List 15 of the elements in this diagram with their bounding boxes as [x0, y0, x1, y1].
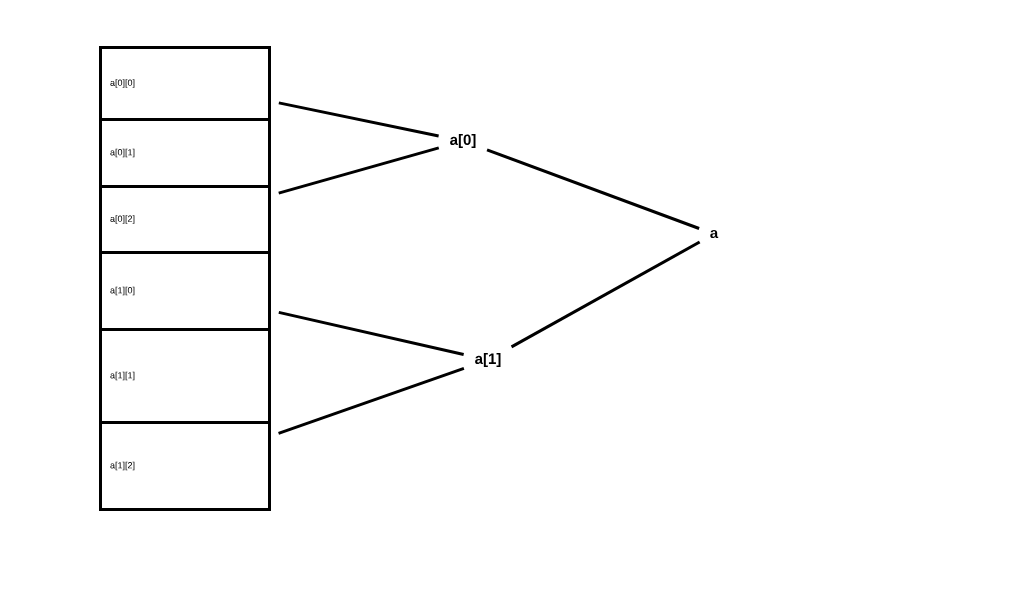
connector-line	[278, 101, 439, 138]
array-cell: a[1][2]	[99, 421, 271, 511]
connector-line	[278, 146, 440, 195]
connector-line	[278, 310, 464, 356]
node-label: a	[710, 229, 719, 239]
connector-line	[486, 148, 700, 230]
array-cell: a[1][0]	[99, 251, 271, 331]
connector-line	[278, 367, 465, 435]
array-cell: a[0][1]	[99, 118, 271, 188]
connector-line	[510, 240, 701, 349]
array-cell: a[0][0]	[99, 46, 271, 121]
array-cell: a[0][2]	[99, 185, 271, 254]
node-label: a[1]	[475, 353, 501, 367]
array-cell: a[1][1]	[99, 328, 271, 424]
node-label: a[0]	[450, 134, 476, 148]
